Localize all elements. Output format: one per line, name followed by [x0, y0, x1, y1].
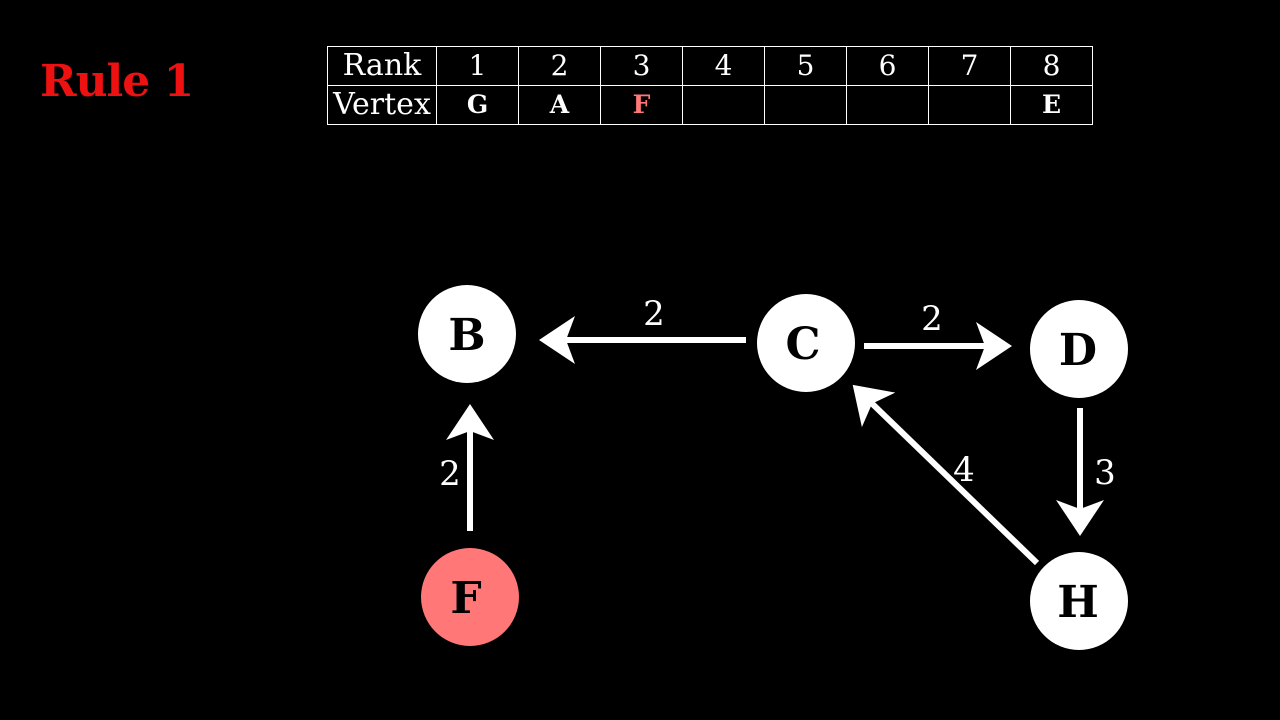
node-f: F [421, 548, 519, 646]
edge-f-to-b-weight: 2 [439, 454, 461, 494]
edge-c-to-d-weight: 2 [921, 299, 943, 339]
vertex-cell-8: E [1010, 85, 1093, 125]
vertex-cell-7 [928, 85, 1011, 125]
node-h-label: H [1057, 577, 1099, 628]
rank-cell-2: 2 [518, 46, 601, 86]
rank-row: Rank 1 2 3 4 5 6 7 8 [327, 46, 1093, 86]
vertex-cell-3: F [600, 85, 683, 125]
node-c: C [757, 294, 855, 392]
node-d-label: D [1059, 325, 1097, 376]
rank-vertex-table: Rank 1 2 3 4 5 6 7 8 Vertex G A F E [327, 46, 1093, 125]
node-b-label: B [448, 310, 485, 361]
vertex-cell-6 [846, 85, 929, 125]
edge-d-to-h: 3 [1056, 408, 1116, 536]
node-f-label: F [450, 573, 481, 624]
node-d: D [1030, 300, 1128, 398]
node-c-label: C [785, 319, 820, 370]
rank-row-header: Rank [327, 46, 437, 86]
edge-h-to-c: 4 [852, 384, 1040, 566]
rank-cell-8: 8 [1010, 46, 1093, 86]
vertex-cell-5 [764, 85, 847, 125]
rank-cell-5: 5 [764, 46, 847, 86]
node-h: H [1030, 552, 1128, 650]
vertex-row: Vertex G A F E [327, 85, 1093, 125]
edge-c-to-d: 2 [864, 299, 1012, 370]
edge-c-to-b-weight: 2 [643, 294, 665, 334]
vertex-cell-2: A [518, 85, 601, 125]
edge-f-to-b: 2 [439, 404, 494, 531]
edge-c-to-b: 2 [539, 294, 746, 364]
slide-title: Rule 1 [40, 56, 194, 107]
edge-h-to-c-weight: 4 [953, 450, 975, 490]
vertex-cell-1: G [436, 85, 519, 125]
vertex-row-header: Vertex [327, 85, 437, 125]
edge-d-to-h-weight: 3 [1094, 453, 1116, 493]
node-b: B [418, 285, 516, 383]
